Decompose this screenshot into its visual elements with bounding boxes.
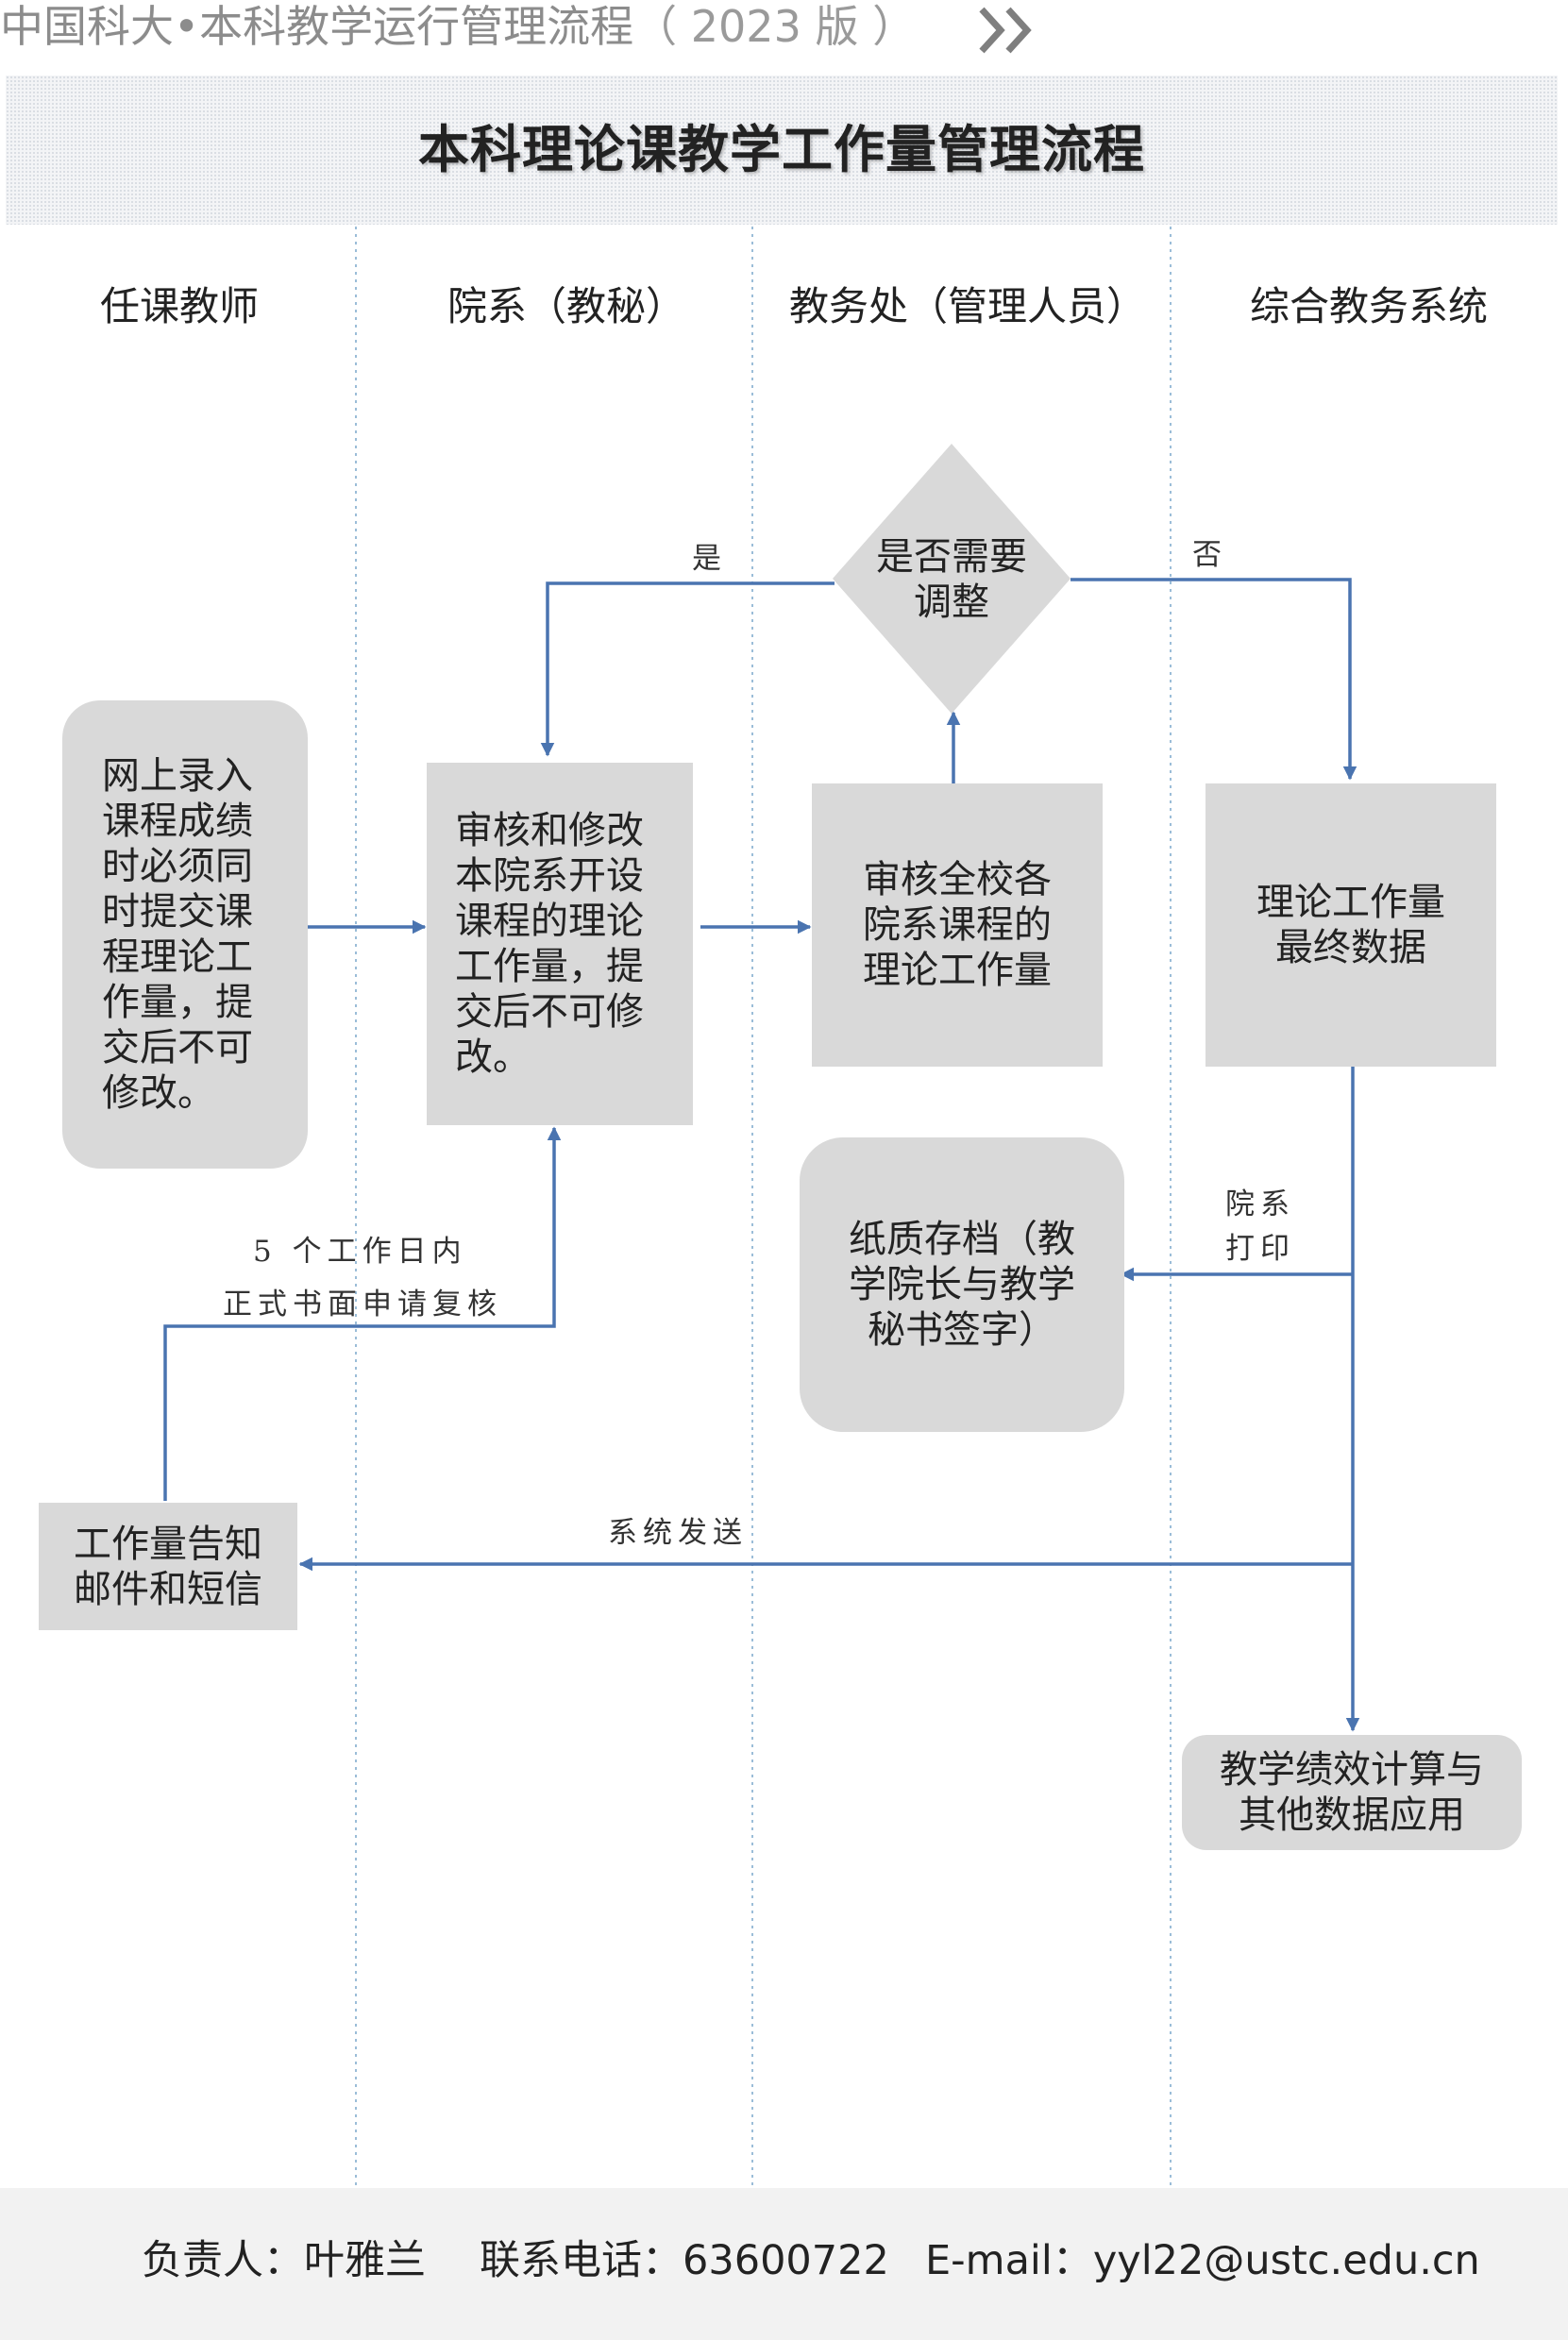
node-apply: 教学绩效计算与其他数据应用 <box>1182 1735 1522 1850</box>
footer-email: E-mail：yyl22@ustc.edu.cn <box>925 2237 1480 2284</box>
lane-header-academic-office: 教务处（管理人员） <box>788 283 1146 329</box>
node-apply-text: 教学绩效计算与其他数据应用 <box>1220 1748 1484 1837</box>
edge-label-yes: 是 <box>692 542 727 576</box>
node-teacher-entry: 网上录入课程成绩时必须同时提交课程理论工作量，提交后不可修改。 <box>62 700 308 1169</box>
page-title: 本科理论课教学工作量管理流程 <box>418 120 1145 179</box>
node-office-review-text: 审核全校各院系课程的理论工作量 <box>863 858 1052 992</box>
arrow-yes-to-dept <box>540 581 835 757</box>
double-chevron-right-icon <box>979 7 1032 54</box>
node-notify-text: 工作量告知邮件和短信 <box>74 1522 262 1611</box>
node-teacher-entry-text: 网上录入课程成绩时必须同时提交课程理论工作量，提交后不可修改。 <box>102 754 253 1115</box>
footer-owner: 负责人：叶雅兰 <box>142 2237 426 2284</box>
lane-header-teacher: 任课教师 <box>99 283 259 329</box>
lane-header-system: 综合教务系统 <box>1249 283 1488 329</box>
node-paper-archive: 纸质存档（教学院长与教学秘书签字） <box>800 1137 1124 1432</box>
node-final-data: 理论工作量最终数据 <box>1206 783 1496 1067</box>
arrow-recheck-to-dept <box>163 1126 562 1501</box>
header-version: （ 2023 版 ） <box>633 1 917 52</box>
edge-label-dept-print-2: 打印 <box>1225 1232 1295 1266</box>
node-office-review: 审核全校各院系课程的理论工作量 <box>812 783 1103 1067</box>
node-dept-review-text: 审核和修改本院系开设课程的理论工作量，提交后不可修改。 <box>455 809 644 1079</box>
node-final-data-text: 理论工作量最终数据 <box>1256 881 1445 969</box>
node-dept-review: 审核和修改本院系开设课程的理论工作量，提交后不可修改。 <box>427 763 693 1125</box>
title-band <box>6 76 1558 225</box>
footer-bar <box>0 2188 1568 2340</box>
node-notify: 工作量告知邮件和短信 <box>39 1503 297 1630</box>
header-program-name: 中国科大•本科教学运行管理流程 <box>0 1 634 52</box>
arrow-no-to-final <box>1071 578 1357 781</box>
edge-label-system-send: 系统发送 <box>608 1516 748 1550</box>
edge-label-dept-print-1: 院系 <box>1225 1187 1295 1221</box>
lane-header-department: 院系（教秘） <box>447 283 685 329</box>
edge-label-recheck-2: 正式书面申请复核 <box>223 1288 502 1322</box>
node-paper-archive-text: 纸质存档（教学院长与教学秘书签字） <box>849 1218 1075 1352</box>
decision-diamond <box>833 444 1071 714</box>
edge-label-recheck-1: 5 个工作日内 <box>253 1235 467 1269</box>
footer-phone: 联系电话：63600722 <box>480 2237 889 2284</box>
header-title: 中国科大•本科教学运行管理流程（ 2023 版 ） <box>0 0 916 59</box>
decision-need-adjust: 是否需要调整 <box>876 535 1027 624</box>
edge-label-no: 否 <box>1192 538 1227 572</box>
